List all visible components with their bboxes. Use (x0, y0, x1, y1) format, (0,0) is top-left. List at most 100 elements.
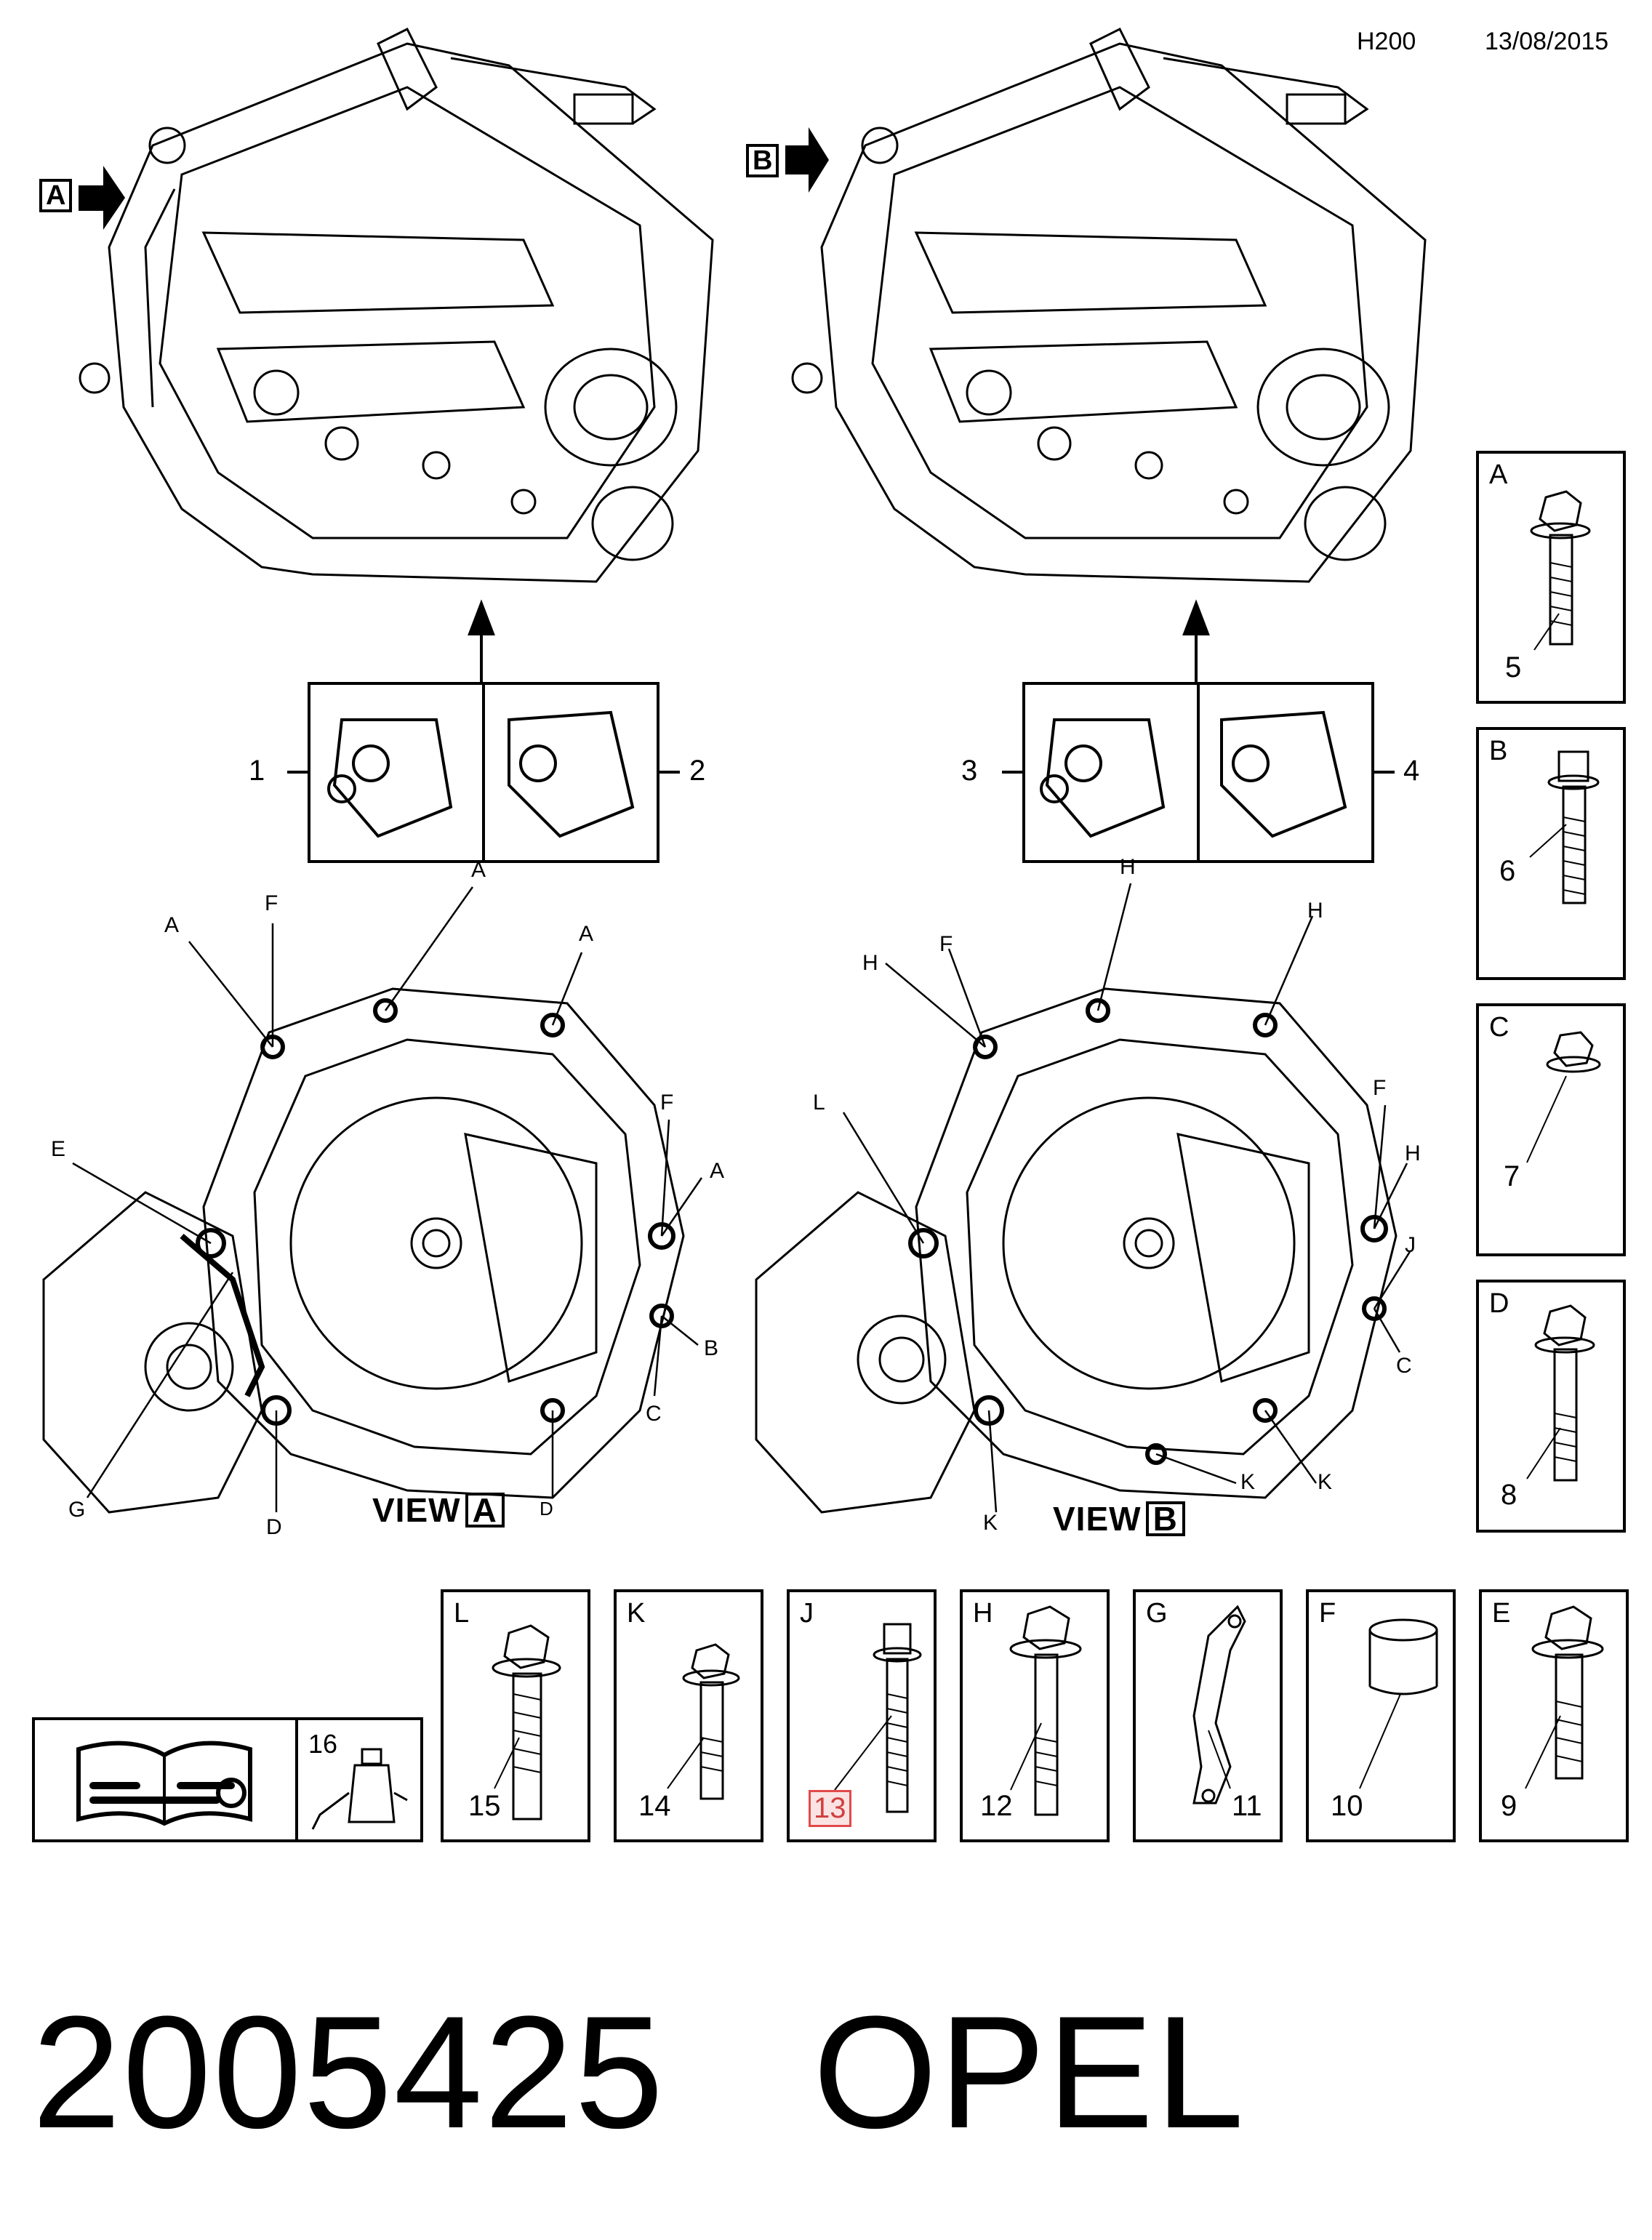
callout-g: G (68, 1498, 86, 1522)
callout-f: F (265, 891, 278, 915)
gearbox-view-b-illustration (791, 27, 1427, 583)
view-b-caption: VIEW B (1053, 1499, 1185, 1538)
part-letter: B (1489, 736, 1508, 766)
callout-a: A (710, 1159, 725, 1183)
callout-k: K (1240, 1470, 1256, 1494)
repair-manual-icon (76, 1741, 252, 1826)
view-b-arrow-icon (785, 127, 829, 193)
inset-box-left (287, 682, 680, 863)
part-letter: K (627, 1598, 646, 1629)
sealant-tube-icon (311, 1748, 408, 1830)
bracket-icon (1192, 1605, 1246, 1805)
callout-a: A (164, 913, 180, 937)
part-box-h: H 12 (960, 1589, 1110, 1842)
callout-h: H (1405, 1141, 1421, 1165)
view-b-arrow-label: B (746, 144, 779, 177)
inset-number-3: 3 (961, 755, 978, 787)
callout-a: A (579, 922, 594, 946)
part-box-g: G 11 (1133, 1589, 1283, 1842)
hex-bolt-icon (492, 1624, 561, 1820)
part-number: 14 (638, 1790, 671, 1822)
part-number: 10 (1331, 1790, 1363, 1822)
part-letter: A (1489, 459, 1508, 490)
callout-h: H (1307, 899, 1323, 923)
callout-k: K (983, 1511, 998, 1535)
view-a-word: VIEW (372, 1491, 461, 1529)
callout-h: H (862, 951, 878, 975)
part-letter: E (1492, 1598, 1511, 1629)
gearbox-view-a-illustration (79, 27, 714, 583)
part-number: 15 (468, 1790, 501, 1822)
part-letter: G (1146, 1598, 1168, 1629)
part-box-c: C 7 (1476, 1003, 1626, 1256)
view-b-word: VIEW (1053, 1500, 1142, 1538)
view-a-arrow-icon (79, 166, 125, 230)
callout-b: B (704, 1336, 719, 1360)
part-letter: C (1489, 1012, 1509, 1043)
torx-bolt-icon (1529, 750, 1600, 904)
part-box-k: K 14 (614, 1589, 763, 1842)
inset-box-right (1002, 682, 1395, 863)
callout-f: F (1373, 1076, 1387, 1100)
torx-bolt-icon (834, 1623, 922, 1813)
callout-h: H (1120, 855, 1136, 879)
part-number-footer: 2005425 (32, 1983, 665, 2161)
divider (295, 1720, 298, 1839)
part-letter: L (454, 1598, 470, 1629)
view-b-leader-lines (842, 883, 1412, 1513)
hex-bolt-icon (1009, 1605, 1082, 1816)
callout-l: L (813, 1091, 825, 1115)
hex-nut-icon (1526, 1031, 1601, 1163)
hex-bolt-icon (1526, 1304, 1595, 1482)
inset-pointer-arrows (468, 599, 1210, 683)
part-letter: H (973, 1598, 993, 1629)
part-letter: F (1319, 1598, 1336, 1629)
callout-c: C (1396, 1354, 1412, 1378)
hex-bolt-icon (1525, 1605, 1604, 1789)
callout-d: D (266, 1515, 282, 1539)
brand-footer: OPEL (813, 1983, 1246, 2161)
callout-e: E (51, 1137, 66, 1161)
part-number-highlighted: 13 (809, 1790, 851, 1827)
part-number: 12 (980, 1790, 1013, 1822)
drawing-code: H200 (1357, 28, 1416, 55)
part-number: 7 (1504, 1160, 1520, 1192)
drawing-date: 13/08/2015 (1485, 28, 1609, 55)
part-letter: D (1489, 1288, 1509, 1319)
view-b-housing-illustration (755, 987, 1398, 1514)
dowel-sleeve-icon (1359, 1618, 1438, 1789)
part-box-j: J 13 (787, 1589, 937, 1842)
view-a-letter: A (465, 1493, 505, 1528)
part-box-a: A 5 (1476, 451, 1626, 704)
view-a-caption: VIEW A (372, 1490, 505, 1530)
part-letter: J (800, 1598, 814, 1629)
part-number: 5 (1505, 651, 1522, 683)
view-a-leader-lines (72, 886, 703, 1512)
view-b-letter: B (1145, 1501, 1185, 1536)
callout-j: J (1405, 1233, 1416, 1257)
callout-f: F (939, 932, 953, 956)
view-a-housing-illustration (42, 987, 685, 1514)
part-number: 8 (1501, 1479, 1517, 1511)
callout-a: A (471, 858, 486, 882)
part-box-d: D 8 (1476, 1280, 1626, 1533)
part-box-f: F 10 (1306, 1589, 1456, 1842)
view-a-arrow-label: A (39, 179, 73, 212)
callout-c: C (646, 1402, 662, 1426)
inset-number-4: 4 (1403, 755, 1420, 787)
service-info-box: 16 (32, 1717, 423, 1842)
part-box-b: B 6 (1476, 727, 1626, 980)
part-box-e: E 9 (1479, 1589, 1629, 1842)
callout-d: D (540, 1498, 553, 1520)
part-box-l: L 15 (441, 1589, 590, 1842)
part-number: 6 (1499, 855, 1516, 887)
callout-k: K (1318, 1470, 1333, 1494)
part-number: 9 (1501, 1790, 1517, 1822)
inset-number-1: 1 (249, 755, 265, 787)
inset-number-2: 2 (689, 755, 706, 787)
part-number: 11 (1232, 1790, 1262, 1822)
hex-bolt-icon (1530, 490, 1591, 651)
callout-f: F (660, 1091, 674, 1115)
part-number: 16 (308, 1729, 338, 1759)
